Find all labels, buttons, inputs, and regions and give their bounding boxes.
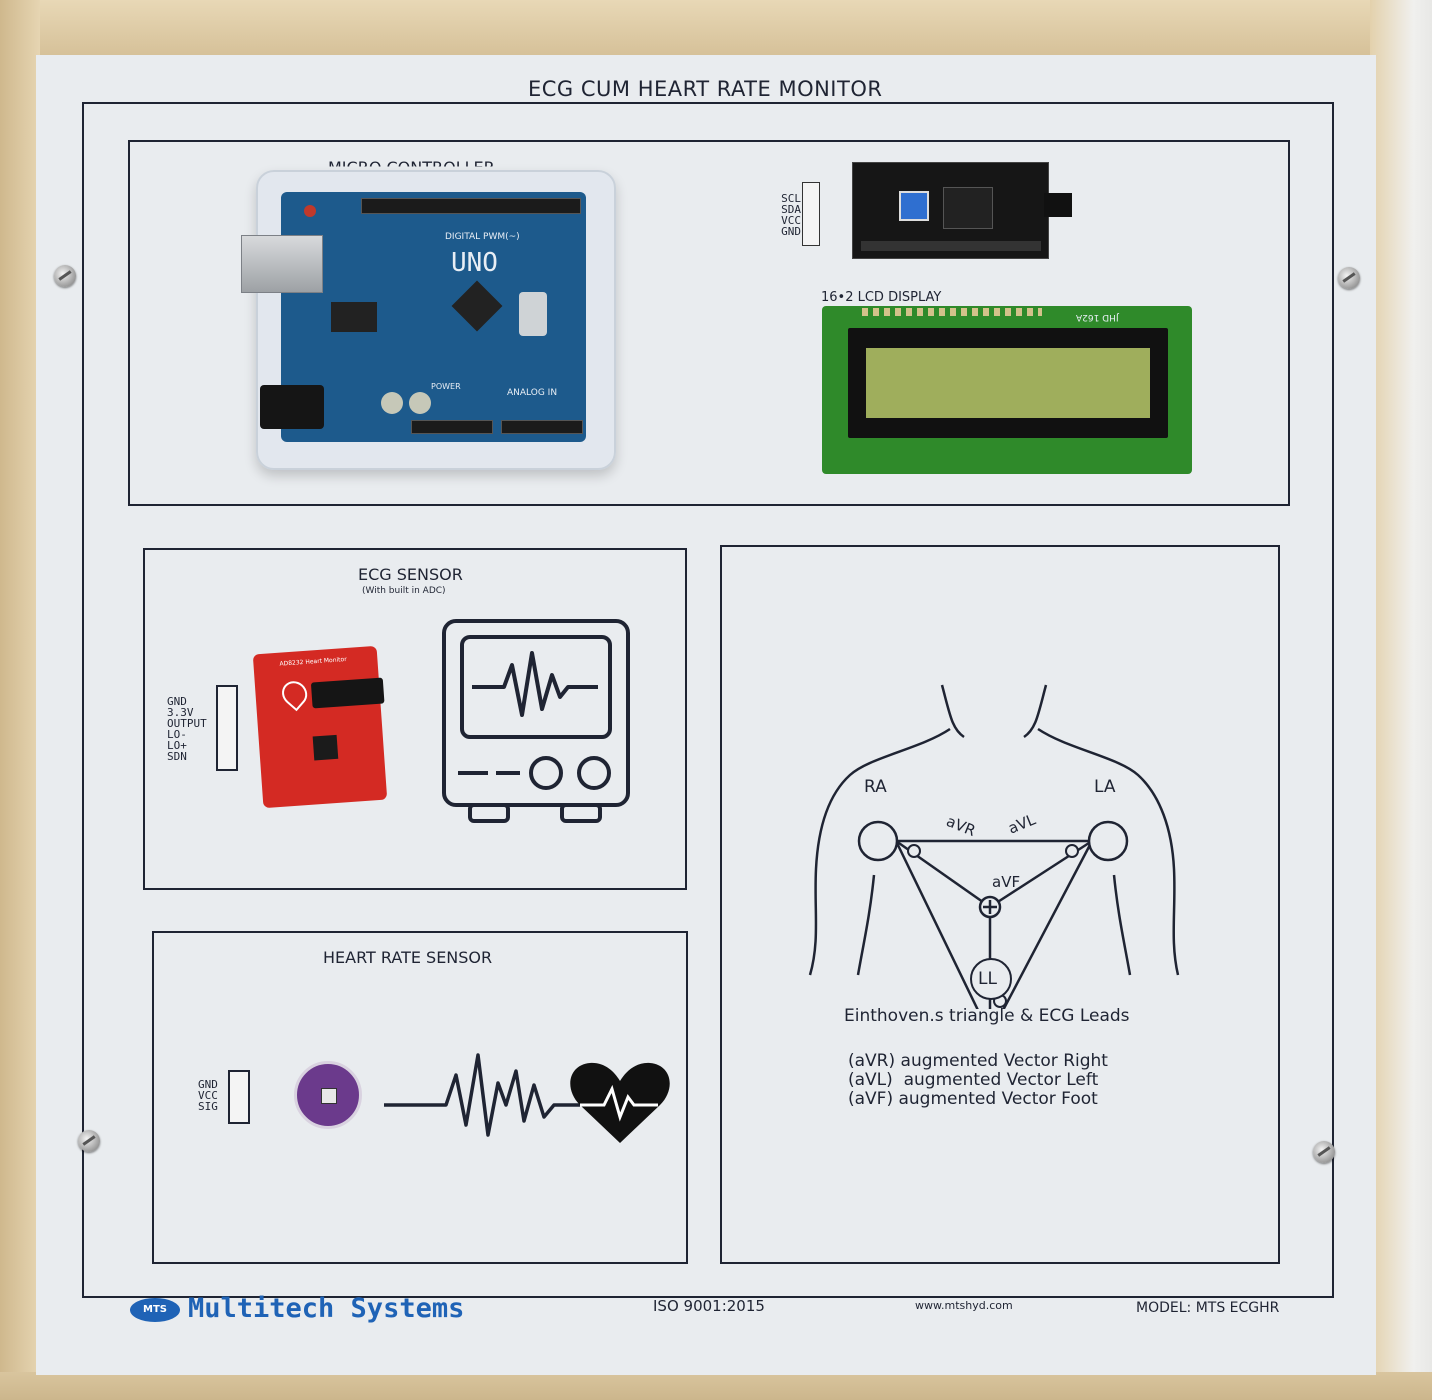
arduino-digital-label: DIGITAL PWM(~) [445, 232, 520, 242]
ecg-pin-labels: GND 3.3V OUTPUT LO- LO+ SDN [167, 696, 207, 762]
hr-pin-labels: GND VCC SIG [198, 1079, 218, 1112]
wooden-frame-left [0, 0, 40, 1400]
arduino-power-label: POWER [431, 382, 461, 391]
i2c-jumper[interactable] [1044, 193, 1072, 217]
lead-ll-label: LL [978, 969, 997, 989]
hr-pin-sig: SIG [198, 1100, 218, 1113]
arduino-analog-label: ANALOG IN [507, 388, 558, 398]
screw-bottom-right [1313, 1141, 1335, 1163]
hr-pin-gnd: GND [198, 1078, 218, 1091]
legend-avr: (aVR) augmented Vector Right [848, 1051, 1108, 1071]
ecg-pin-lo-plus: LO+ [167, 739, 187, 752]
ecg-monitor-icon [442, 619, 630, 823]
lcd-chip-label: JHD 162A [1076, 312, 1119, 322]
iso-certification: ISO 9001:2015 [653, 1297, 765, 1315]
model-number: MODEL: MTS ECGHR [1136, 1300, 1280, 1316]
i2c-pin-sda: SDA [781, 203, 801, 216]
pulse-sensor [294, 1061, 362, 1129]
ecg-pin-connector[interactable] [216, 685, 238, 771]
arduino-cap-1 [381, 392, 403, 414]
i2c-header-strip [861, 241, 1041, 251]
lcd-bezel [848, 328, 1168, 438]
ecg-pin-sdn: SDN [167, 750, 187, 763]
screw-top-left [54, 265, 76, 287]
outer-border [82, 102, 1334, 1298]
hr-pin-vcc: VCC [198, 1089, 218, 1102]
ecg-sensor-subtitle: (With built in ADC) [362, 586, 446, 596]
heart-rate-title: HEART RATE SENSOR [323, 948, 493, 967]
arduino-uno-label: UNO [451, 248, 498, 278]
lcd-display: JHD 162A [822, 306, 1192, 474]
arduino-reset-button[interactable] [304, 205, 316, 217]
arduino-digital-header [361, 198, 581, 214]
arduino-usb-port[interactable] [241, 235, 323, 293]
arduino-analog-header [501, 420, 583, 434]
heart-rate-section [152, 931, 688, 1264]
ecg-sensor-title: ECG SENSOR [358, 565, 463, 584]
arduino-usb-chip [331, 302, 377, 332]
ecg-pin-output: OUTPUT [167, 717, 207, 730]
wooden-frame-bottom [0, 1372, 1432, 1400]
i2c-pin-connector[interactable] [802, 182, 820, 246]
micro-controller-label: MICRO CONTROLLER [328, 158, 495, 177]
i2c-pin-labels: SCL SDA VCC GND [773, 193, 801, 237]
micro-controller-section [128, 140, 1290, 506]
website: www.mtshyd.com [915, 1299, 1013, 1312]
arduino-mcu-chip [451, 280, 503, 332]
company-name: Multitech Systems [188, 1293, 465, 1324]
arduino-dc-jack[interactable] [260, 385, 324, 429]
ecg-board-label: AD8232 Heart Monitor [279, 655, 347, 668]
ecg-ad8232-board: AD8232 Heart Monitor [252, 645, 388, 809]
lead-ra-label: RA [864, 777, 887, 797]
screw-top-right [1338, 267, 1360, 289]
ecg-sensor-section [143, 548, 687, 890]
lcd-screen [866, 348, 1150, 418]
lead-legend: (aVR) augmented Vector Right (aVL) augme… [848, 1052, 1108, 1109]
hr-pin-connector[interactable] [228, 1070, 250, 1124]
lcd-pin-row [862, 308, 1042, 316]
ecg-chip [312, 734, 339, 761]
i2c-potentiometer[interactable] [899, 191, 929, 221]
arduino-cap-2 [409, 392, 431, 414]
trainer-panel: ECG CUM HEART RATE MONITOR MICRO CONTROL… [36, 55, 1376, 1375]
ecg-pin-3v3: 3.3V [167, 706, 194, 719]
wooden-frame-right [1370, 0, 1432, 1400]
i2c-module [852, 162, 1049, 259]
ecg-audio-jack[interactable] [310, 677, 385, 709]
lead-ll-node [970, 958, 1012, 1000]
wooden-frame-top [0, 0, 1432, 55]
i2c-pin-scl: SCL [781, 192, 801, 205]
pulse-sensor-led [321, 1088, 337, 1104]
i2c-chip [943, 187, 993, 229]
arduino-power-header [411, 420, 493, 434]
board-title: ECG CUM HEART RATE MONITOR [528, 77, 883, 101]
einthoven-section [720, 545, 1280, 1264]
einthoven-diagram [808, 684, 1180, 1009]
ecg-pin-gnd: GND [167, 695, 187, 708]
arduino-crystal [519, 292, 547, 336]
lcd-label: 16•2 LCD DISPLAY [821, 290, 942, 305]
ecg-heart-icon [276, 676, 313, 712]
i2c-pin-gnd: GND [781, 225, 801, 238]
mts-logo-badge: MTS [130, 1298, 180, 1322]
i2c-pin-vcc: VCC [781, 214, 801, 227]
mts-logo-text: MTS [143, 1304, 167, 1315]
heartbeat-line-icon [384, 1053, 670, 1143]
screw-bottom-left [78, 1130, 100, 1152]
einthoven-caption: Einthoven.s triangle & ECG Leads [844, 1006, 1130, 1026]
lead-avf-label: aVF [992, 873, 1021, 891]
ecg-pin-lo-minus: LO- [167, 728, 187, 741]
arduino-board: UNO DIGITAL PWM(~) POWER ANALOG IN [281, 192, 586, 442]
legend-avl: (aVL) augmented Vector Left [848, 1070, 1099, 1090]
legend-avf: (aVF) augmented Vector Foot [848, 1089, 1098, 1109]
lead-la-label: LA [1094, 777, 1116, 797]
